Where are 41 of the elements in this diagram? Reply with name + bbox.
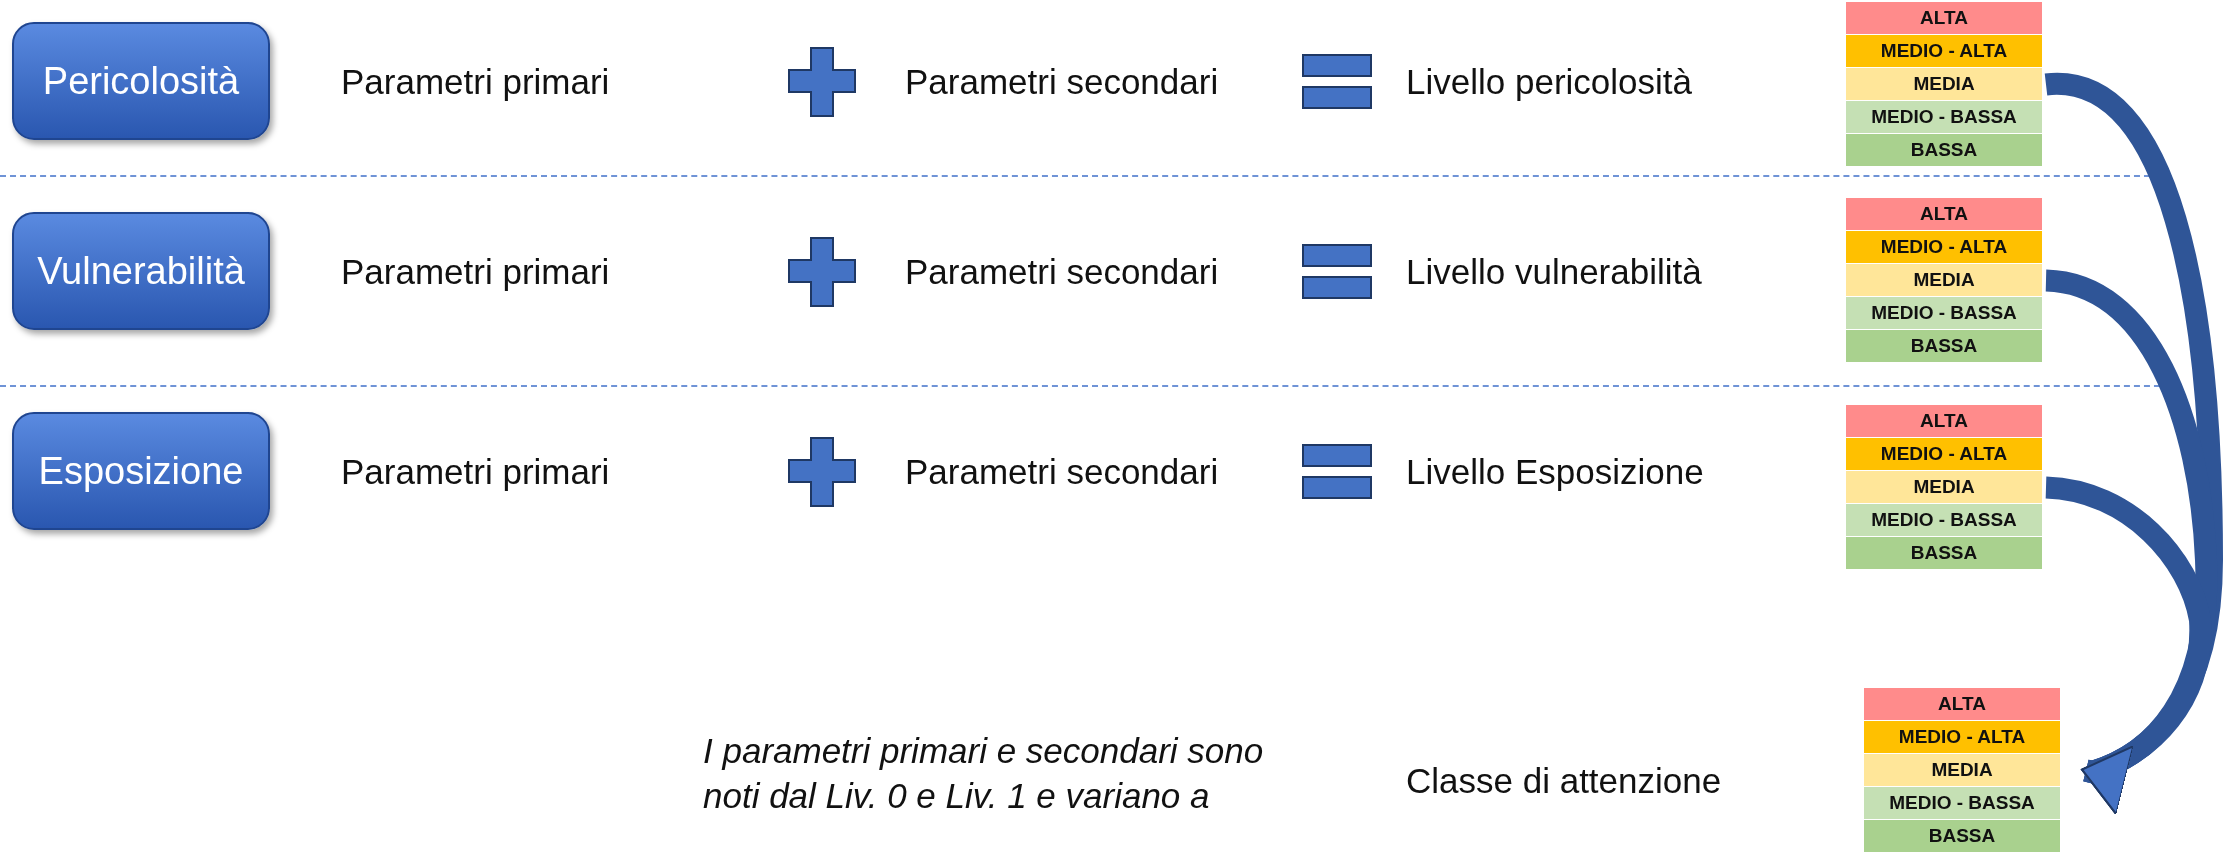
- level-row: BASSA: [1864, 820, 2060, 852]
- category-label: Esposizione: [38, 448, 244, 494]
- level-row: MEDIO - ALTA: [1846, 35, 2042, 67]
- level-row: MEDIO - BASSA: [1846, 297, 2042, 329]
- parameter-text: Parametri secondari: [905, 250, 1219, 293]
- level-row: MEDIO - ALTA: [1864, 721, 2060, 753]
- level-row: ALTA: [1846, 405, 2042, 437]
- category-box: [12, 22, 270, 140]
- level-row: MEDIA: [1846, 264, 2042, 296]
- level-row: MEDIO - BASSA: [1846, 504, 2042, 536]
- parameter-text: Livello vulnerabilità: [1406, 250, 1702, 293]
- level-row: ALTA: [1846, 2, 2042, 34]
- category-label: Vulnerabilità: [37, 248, 245, 294]
- note-text: I parametri primari e secondari sono noti dal Liv. 0 e Liv. 1 e variano a: [703, 730, 1265, 817]
- level-row: BASSA: [1846, 330, 2042, 362]
- category-box: [12, 412, 270, 530]
- parameter-text: Livello pericolosità: [1406, 60, 1692, 103]
- level-row: MEDIO - BASSA: [1864, 787, 2060, 819]
- parameter-text: Parametri secondari: [905, 60, 1219, 103]
- level-row: MEDIA: [1846, 471, 2042, 503]
- level-row: ALTA: [1864, 688, 2060, 720]
- level-table: [1864, 688, 2060, 852]
- category-label: Pericolosità: [42, 58, 240, 104]
- level-row: MEDIA: [1846, 68, 2042, 100]
- level-row: BASSA: [1846, 537, 2042, 569]
- level-table: [1846, 2, 2042, 166]
- level-row: MEDIO - ALTA: [1846, 438, 2042, 470]
- parameter-text: Parametri primari: [341, 250, 610, 293]
- level-row: ALTA: [1846, 198, 2042, 230]
- level-row: BASSA: [1846, 134, 2042, 166]
- level-row: MEDIO - ALTA: [1846, 231, 2042, 263]
- parameter-text: Classe di attenzione: [1406, 759, 1722, 802]
- parameter-text: Parametri primari: [341, 60, 610, 103]
- parameter-text: Parametri primari: [341, 450, 610, 493]
- level-table: [1846, 405, 2042, 569]
- level-row: MEDIO - BASSA: [1846, 101, 2042, 133]
- category-box: [12, 212, 270, 330]
- level-row: MEDIA: [1864, 754, 2060, 786]
- level-table: [1846, 198, 2042, 362]
- parameter-text: Livello Esposizione: [1406, 450, 1704, 493]
- parameter-text: Parametri secondari: [905, 450, 1219, 493]
